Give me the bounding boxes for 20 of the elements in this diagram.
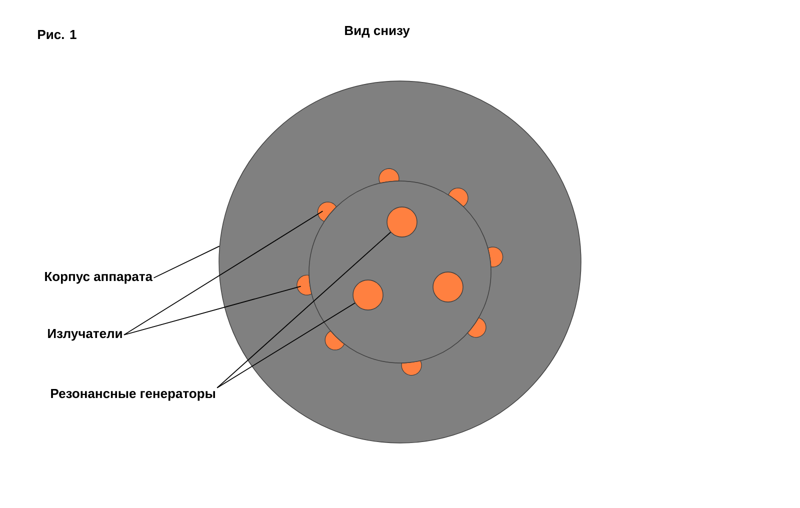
semicircle	[324, 330, 345, 350]
part-label: Резонансные генераторы	[51, 389, 215, 401]
title: Вид снизу	[345, 26, 410, 38]
leader-line	[216, 232, 392, 388]
semicircle	[401, 360, 422, 376]
leader-line	[216, 302, 356, 388]
leader-line	[124, 286, 302, 336]
part-label: Корпус аппарата	[45, 272, 153, 284]
leader-line	[153, 246, 220, 278]
part-label: Излучатели	[48, 329, 122, 341]
circle	[386, 206, 418, 238]
circle	[432, 272, 464, 302]
inner-circle	[308, 180, 492, 364]
leader-line	[124, 210, 324, 336]
semicircle	[317, 202, 337, 222]
semicircle	[448, 188, 468, 207]
semicircle	[488, 246, 504, 268]
figure-number: Рис. 1	[38, 30, 76, 40]
semicircle	[467, 317, 486, 338]
circle	[352, 280, 384, 310]
